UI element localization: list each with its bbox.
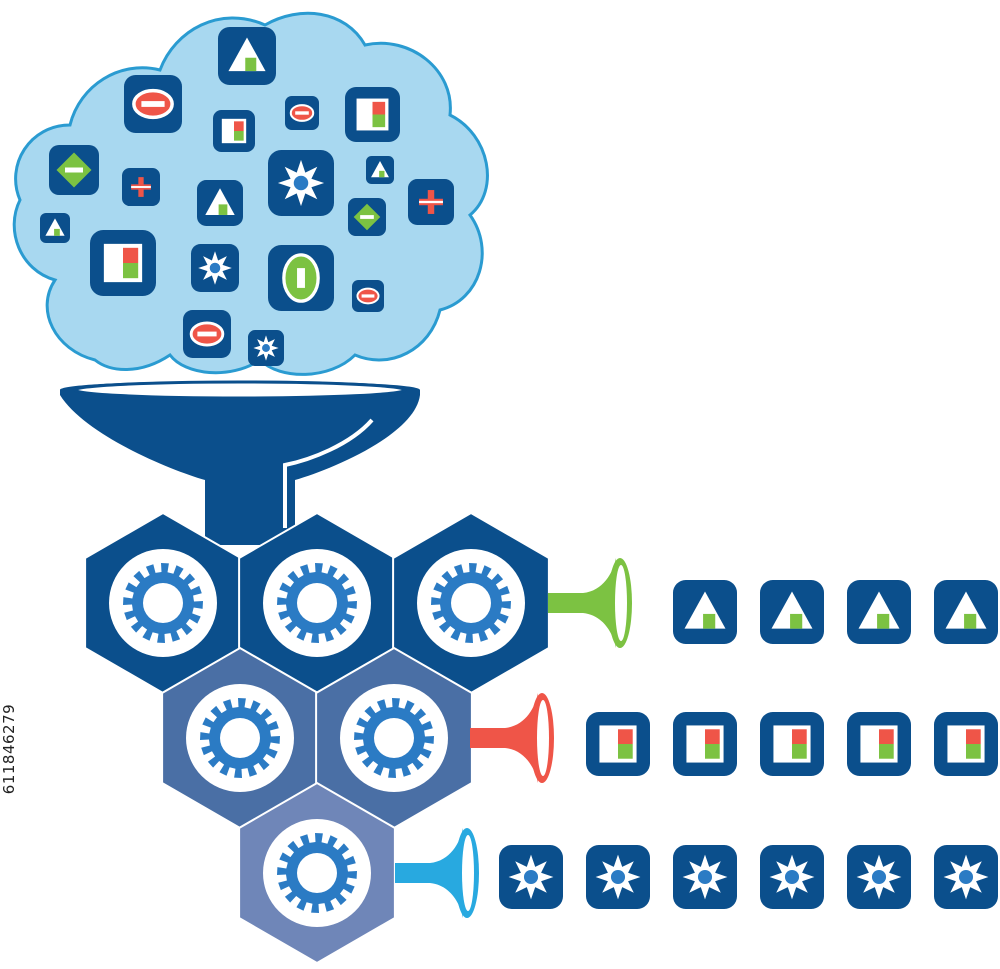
output-star-icon	[760, 845, 824, 909]
output-star-icon	[934, 845, 998, 909]
cyan-output-horn	[395, 828, 479, 918]
cloud-star-icon	[191, 244, 239, 292]
stock-id-text: 611846279	[0, 703, 19, 795]
cloud	[12, 11, 489, 376]
cloud-triangle-icon	[197, 180, 243, 226]
cloud-triangle-icon	[40, 213, 70, 243]
cloud-minus-icon	[124, 75, 182, 133]
cloud-triangle-icon	[218, 27, 276, 85]
output-triangle-icon	[760, 580, 824, 644]
funnel	[60, 380, 420, 545]
output-grid-icon	[586, 712, 650, 776]
output-horns	[395, 558, 632, 918]
gear-machine	[84, 511, 550, 965]
funnel-rim	[73, 380, 407, 400]
cloud-minus-icon	[285, 96, 319, 130]
output-grid-icon	[847, 712, 911, 776]
cloud-diamond-icon	[49, 145, 99, 195]
output-triangle-icon	[847, 580, 911, 644]
cloud-grid-icon	[90, 230, 156, 296]
output-grid-icon	[760, 712, 824, 776]
cloud-plus-icon	[408, 179, 454, 225]
output-grid-icon	[673, 712, 737, 776]
red-output-horn	[470, 693, 554, 783]
red-output-row	[586, 712, 998, 776]
output-rows	[499, 580, 998, 909]
cloud-diamond-icon	[348, 198, 386, 236]
output-star-icon	[847, 845, 911, 909]
output-star-icon	[499, 845, 563, 909]
gear-hexagon	[238, 511, 396, 695]
gear-hexagon	[392, 511, 550, 695]
output-star-icon	[586, 845, 650, 909]
cloud-star-icon	[248, 330, 284, 366]
stock-id-label: 611846279	[0, 704, 34, 794]
cloud-grid-icon	[213, 110, 255, 152]
cloud-minus-icon	[352, 280, 384, 312]
cloud-star-icon	[268, 150, 334, 216]
cloud-grid-icon	[345, 87, 400, 142]
gear-hexagon	[84, 511, 242, 695]
funnel-highlight	[283, 418, 374, 528]
cloud-minus-icon	[183, 310, 231, 358]
funnel-body	[60, 381, 420, 545]
green-output-horn	[548, 558, 632, 648]
output-grid-icon	[934, 712, 998, 776]
output-triangle-icon	[934, 580, 998, 644]
output-triangle-icon	[673, 580, 737, 644]
cloud-oval-icon	[268, 245, 334, 311]
green-output-row	[673, 580, 998, 644]
output-star-icon	[673, 845, 737, 909]
cloud-plus-icon	[122, 168, 160, 206]
cloud-triangle-icon	[366, 156, 394, 184]
gear-hexagon	[238, 781, 396, 965]
cyan-output-row	[499, 845, 998, 909]
gear-hexagon	[161, 646, 319, 830]
gear-hexagon	[315, 646, 473, 830]
